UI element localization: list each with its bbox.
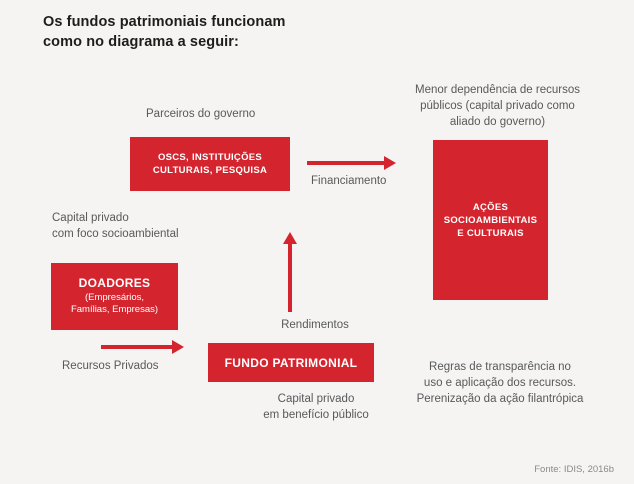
label-recursos-privados: Recursos Privados [62,360,159,372]
node-doadores-sub-line-1: (Empresários, [84,291,145,303]
node-acoes-line-3: E CULTURAIS [457,227,524,239]
label-capital-privado-foco-line-1: Capital privado [52,212,129,224]
label-regras-transparencia-line-1: Regras de transparência no [429,361,571,373]
node-acoes-line-1: AÇÕES [472,201,509,213]
label-menor-dependencia-line-2: públicos (capital privado como [420,100,575,112]
label-menor-dependencia: Menor dependência de recursos públicos (… [395,82,600,130]
label-menor-dependencia-line-3: aliado do governo) [449,116,546,128]
arrow-right-icon-recursos-privados [101,340,184,354]
source-caption: Fonte: IDIS, 2016b [534,464,614,475]
arrow-up-icon-rendimentos [283,232,297,312]
label-capital-beneficio-publico-line-1: Capital privado [277,393,355,405]
node-fundo-patrimonial-label: FUNDO PATRIMONIAL [224,355,358,370]
node-oscs-instituicoes: OSCS, INSTITUIÇÕES CULTURAIS, PESQUISA [130,137,290,191]
page-title-line-2: como no diagrama a seguir: [43,34,239,50]
label-financiamento: Financiamento [311,175,387,187]
node-oscs-label: OSCS, INSTITUIÇÕES CULTURAIS, PESQUISA [153,151,267,177]
label-capital-privado-foco: Capital privado com foco socioambiental [52,210,252,242]
label-menor-dependencia-line-1: Menor dependência de recursos [415,84,580,96]
label-capital-beneficio-publico-line-2: em benefício público [263,409,369,421]
node-doadores: DOADORES (Empresários, Famílias, Empresa… [51,263,178,330]
node-acoes-line-2: SOCIOAMBIENTAIS [443,214,538,226]
page-title: Os fundos patrimoniais funcionam como no… [43,12,463,52]
node-oscs-line-1: OSCS, INSTITUIÇÕES [157,152,263,163]
node-fundo-patrimonial: FUNDO PATRIMONIAL [208,343,374,382]
node-oscs-line-2: CULTURAIS, PESQUISA [152,165,268,176]
label-rendimentos: Rendimentos [281,319,349,331]
page-title-line-1: Os fundos patrimoniais funcionam [43,14,286,30]
label-parceiros-do-governo: Parceiros do governo [146,108,256,120]
node-acoes-label: AÇÕES SOCIOAMBIENTAIS E CULTURAIS [444,201,538,240]
node-acoes-socioambientais: AÇÕES SOCIOAMBIENTAIS E CULTURAIS [433,140,548,300]
label-regras-transparencia-line-3: Perenização da ação filantrópica [416,393,584,405]
node-doadores-sub-line-2: Famílias, Empresas) [70,304,159,315]
node-doadores-title: DOADORES [78,275,151,290]
label-regras-transparencia: Regras de transparência no uso e aplicaç… [396,359,604,407]
label-capital-privado-foco-line-2: com foco socioambiental [52,228,179,240]
arrow-right-icon-financiamento [307,156,396,170]
label-regras-transparencia-line-2: uso e aplicação dos recursos. [423,377,577,389]
label-capital-beneficio-publico: Capital privado em benefício público [231,391,401,423]
